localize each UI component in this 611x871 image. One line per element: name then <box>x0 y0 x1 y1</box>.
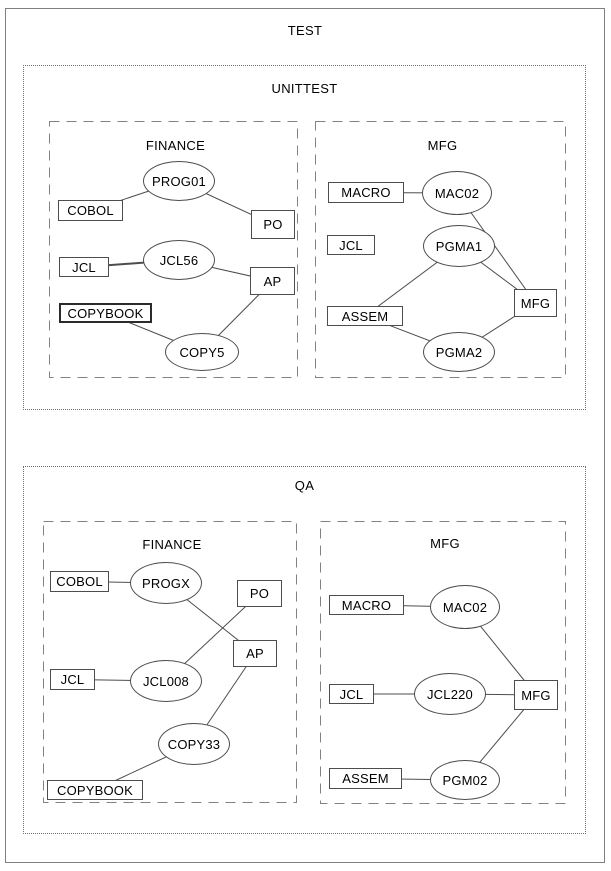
unittest-mfg-pgma1-node: PGMA1 <box>423 225 495 267</box>
qa-finance-ap-node: AP <box>233 640 277 667</box>
unittest-mfg-mac02-node: MAC02 <box>422 171 492 215</box>
qa-finance-jcl008-node: JCL008 <box>130 660 202 702</box>
unittest-finance-jcl56-node: JCL56 <box>143 240 215 280</box>
qa-finance-po-node: PO <box>237 580 282 607</box>
qa-mfg-mac02-node: MAC02 <box>430 585 500 629</box>
qa-finance-copy33-node: COPY33 <box>158 723 230 765</box>
unittest-finance-ap-node: AP <box>250 267 295 295</box>
unittest-finance-prog01-node: PROG01 <box>143 161 215 201</box>
qa-finance-progx-node: PROGX <box>130 562 202 604</box>
unittest-environment-title: UNITTEST <box>271 81 338 96</box>
qa-mfg-mfg-node: MFG <box>514 680 558 710</box>
qa-mfg-jcl220-node: JCL220 <box>414 673 486 715</box>
qa-mfg-jcl-node: JCL <box>329 684 374 704</box>
qa-finance-cobol-node: COBOL <box>50 571 109 592</box>
unittest-mfg-pgma2-node: PGMA2 <box>423 332 495 372</box>
test-environment-title: TEST <box>287 23 323 38</box>
unittest-environment-box: UNITTEST FINANCE COBOL PROG01 PO JCL JCL… <box>23 65 586 410</box>
qa-environment-title: QA <box>294 478 315 493</box>
unittest-mfg-jcl-node: JCL <box>327 235 375 255</box>
qa-finance-system-title: FINANCE <box>142 537 202 552</box>
qa-mfg-pgm02-node: PGM02 <box>430 760 500 800</box>
unittest-mfg-system-box: MFG MACRO MAC02 JCL PGMA1 ASSEM MFG PGMA… <box>317 123 568 380</box>
unittest-finance-copy5-node: COPY5 <box>165 333 239 371</box>
qa-environment-box: QA FINANCE COBOL PROGX PO JCL JCL008 AP … <box>23 466 586 834</box>
qa-mfg-box-border <box>320 521 566 804</box>
unittest-finance-cobol-node: COBOL <box>58 200 123 221</box>
qa-finance-jcl-node: JCL <box>50 669 95 690</box>
qa-mfg-macro-node: MACRO <box>329 595 404 615</box>
unittest-mfg-mfg-node: MFG <box>514 289 557 317</box>
unittest-mfg-system-title: MFG <box>427 138 458 153</box>
qa-finance-copybook-node: COPYBOOK <box>47 780 143 800</box>
qa-mfg-assem-node: ASSEM <box>329 768 402 789</box>
qa-finance-box-border <box>43 521 297 803</box>
unittest-finance-jcl-node: JCL <box>59 257 109 277</box>
unittest-finance-system-box: FINANCE COBOL PROG01 PO JCL JCL56 AP COP… <box>51 123 300 380</box>
unittest-finance-box-border <box>49 121 298 378</box>
qa-finance-system-box: FINANCE COBOL PROGX PO JCL JCL008 AP COP… <box>45 523 299 805</box>
unittest-mfg-macro-node: MACRO <box>328 182 404 203</box>
qa-mfg-system-box: MFG MACRO MAC02 JCL JCL220 MFG ASSEM PGM… <box>322 523 568 806</box>
unittest-finance-copybook-node: COPYBOOK <box>59 303 152 323</box>
test-environment-box: TEST UNITTEST FINANCE COBOL PROG01 PO JC… <box>5 8 605 863</box>
unittest-finance-system-title: FINANCE <box>145 138 206 153</box>
qa-mfg-system-title: MFG <box>430 536 460 551</box>
unittest-mfg-assem-node: ASSEM <box>327 306 403 326</box>
unittest-finance-po-node: PO <box>251 210 295 239</box>
unittest-mfg-box-border <box>315 121 566 378</box>
